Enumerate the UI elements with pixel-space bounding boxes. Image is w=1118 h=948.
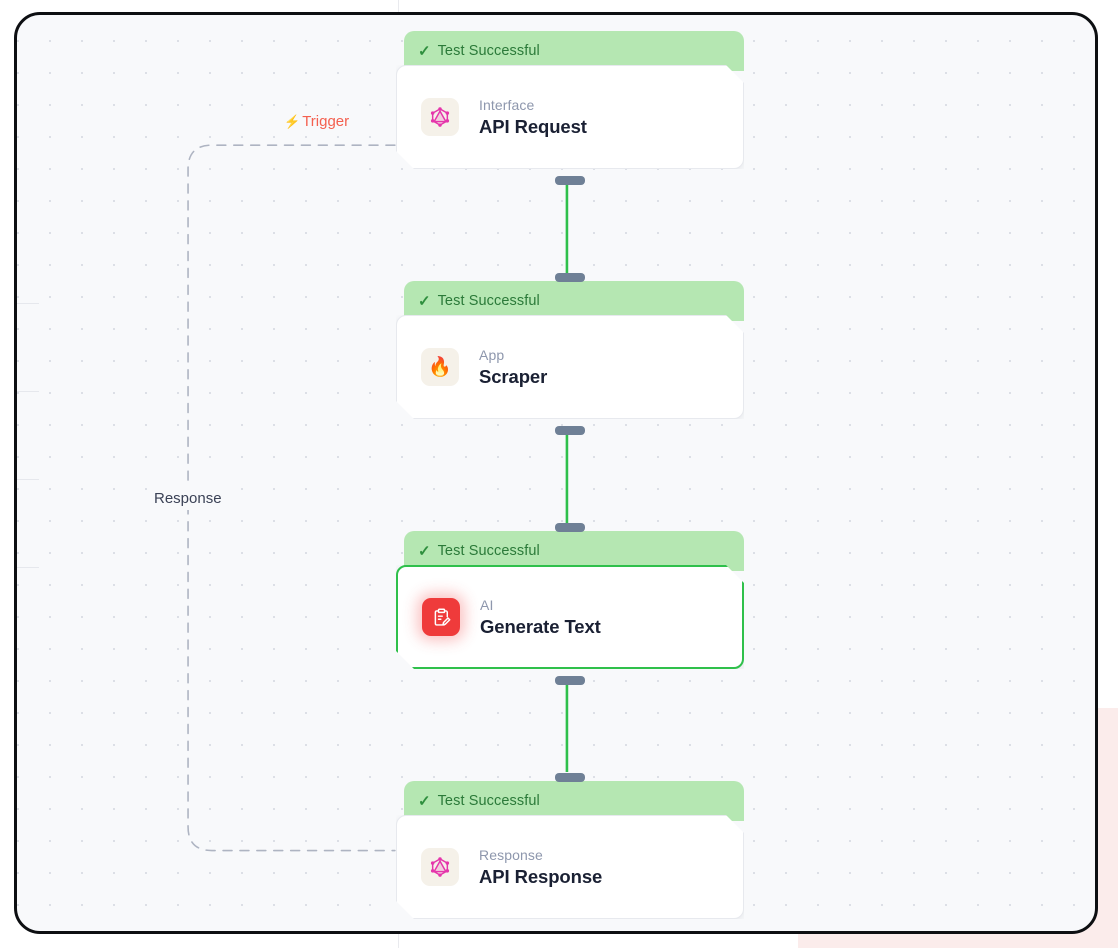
node-status-text: Test Successful	[437, 293, 540, 309]
node-status-banner: ✓ Test Successful	[404, 781, 744, 821]
graphql-icon	[421, 98, 459, 136]
handle-api-response-target[interactable]	[555, 773, 585, 782]
lightning-bolt-icon: ⚡	[284, 114, 301, 129]
node-generate-text[interactable]: ✓ Test Successful AI Generate Text	[396, 531, 744, 669]
handle-scraper-target[interactable]	[555, 273, 585, 282]
node-meta: Interface API Request	[479, 97, 587, 138]
node-status-banner: ✓ Test Successful	[404, 281, 744, 321]
node-title: API Request	[479, 115, 587, 137]
node-api-request[interactable]: ✓ Test Successful	[396, 31, 744, 169]
node-kind-label: AI	[480, 596, 494, 613]
node-status-text: Test Successful	[437, 793, 540, 809]
node-meta: App Scraper	[479, 347, 547, 388]
graphql-icon	[421, 848, 459, 886]
node-card-body[interactable]: AI Generate Text	[396, 565, 744, 669]
node-meta: Response API Response	[479, 847, 602, 888]
check-icon: ✓	[418, 792, 431, 810]
fire-emoji: 🔥	[428, 356, 452, 378]
node-card-body[interactable]: Response API Response	[396, 815, 744, 919]
node-status-text: Test Successful	[437, 43, 540, 59]
background-seam-top	[398, 0, 399, 14]
gutter-rule	[17, 567, 39, 568]
gutter-rule	[17, 391, 39, 392]
fire-icon: 🔥	[421, 348, 459, 386]
node-card-body[interactable]: Interface API Request	[396, 65, 744, 169]
gutter-rule	[17, 303, 39, 304]
node-kind-label: Interface	[479, 96, 535, 113]
node-status-banner: ✓ Test Successful	[404, 31, 744, 71]
check-icon: ✓	[418, 42, 431, 60]
flow-canvas[interactable]: ⚡ Trigger Response ✓ Test Successful	[14, 12, 1098, 934]
check-icon: ✓	[418, 292, 431, 310]
response-label-text: Response	[154, 490, 222, 507]
clipboard-pencil-icon	[422, 598, 460, 636]
node-status-text: Test Successful	[437, 543, 540, 559]
node-kind-label: Response	[479, 846, 543, 863]
node-scraper[interactable]: ✓ Test Successful 🔥 App Scraper	[396, 281, 744, 419]
background-seam-bottom	[398, 932, 399, 948]
node-title: Scraper	[479, 365, 548, 387]
node-status-banner: ✓ Test Successful	[404, 531, 744, 571]
handle-api-request-source[interactable]	[555, 176, 585, 185]
trigger-edge-label: ⚡ Trigger	[284, 113, 349, 130]
node-api-response[interactable]: ✓ Test Successful	[396, 781, 744, 919]
node-title: API Response	[479, 865, 603, 887]
check-icon: ✓	[418, 542, 431, 560]
handle-generate-text-source[interactable]	[555, 676, 585, 685]
node-meta: AI Generate Text	[480, 597, 601, 638]
response-edge-label: Response	[148, 487, 228, 510]
gutter-rule	[17, 479, 39, 480]
node-title: Generate Text	[480, 615, 601, 637]
handle-generate-text-target[interactable]	[555, 523, 585, 532]
handle-scraper-source[interactable]	[555, 426, 585, 435]
node-card-body[interactable]: 🔥 App Scraper	[396, 315, 744, 419]
node-kind-label: App	[479, 346, 505, 363]
trigger-label-text: Trigger	[302, 113, 350, 130]
